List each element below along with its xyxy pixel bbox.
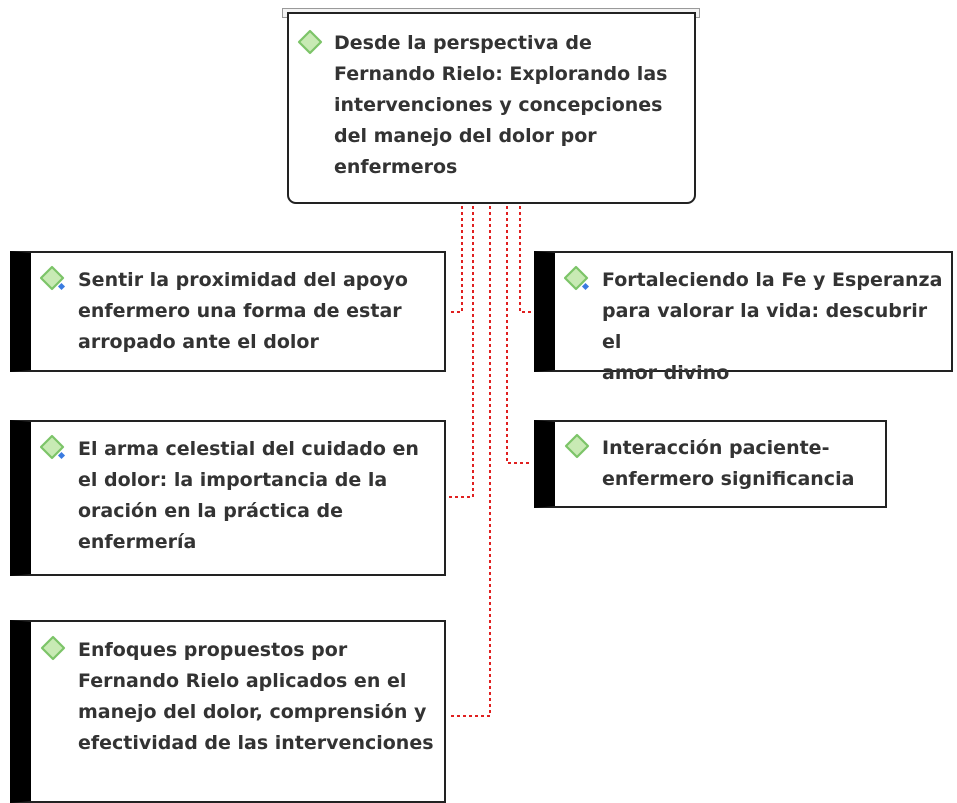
connector-to-sentir	[449, 206, 463, 313]
diamond-icon	[297, 29, 323, 55]
diamond-icon	[40, 635, 66, 661]
diamond-icon	[564, 433, 590, 459]
root-topic-node[interactable]: Desde la perspectiva de Fernando Rielo: …	[287, 12, 696, 204]
root-topic-label: Desde la perspectiva de Fernando Rielo: …	[334, 32, 668, 178]
connector-to-enfoques	[449, 206, 491, 717]
topic-node-interaccion[interactable]: Interacción paciente- enfermero signific…	[534, 420, 887, 508]
connector-to-interaccion	[506, 206, 531, 464]
topic-label: Enfoques propuestos por Fernando Rielo a…	[78, 639, 434, 754]
topic-label: Fortaleciendo la Fe y Esperanza para val…	[602, 269, 943, 384]
diamond-with-dot-icon	[40, 265, 66, 291]
diamond-with-dot-icon	[40, 434, 66, 460]
connector-to-arma	[449, 206, 474, 498]
topic-node-arma-celestial[interactable]: El arma celestial del cuidado en el dolo…	[10, 420, 446, 576]
topic-node-fortaleciendo-fe[interactable]: Fortaleciendo la Fe y Esperanza para val…	[534, 251, 953, 384]
topic-node-enfoques[interactable]: Enfoques propuestos por Fernando Rielo a…	[10, 620, 446, 803]
topic-label: Sentir la proximidad del apoyo enfermero…	[78, 269, 408, 353]
topic-label: Interacción paciente- enfermero signific…	[602, 437, 855, 490]
topic-label: El arma celestial del cuidado en el dolo…	[78, 438, 419, 553]
connector-to-fortaleciendo	[519, 206, 531, 313]
diamond-with-dot-icon	[564, 265, 590, 291]
topic-node-sentir-proximidad[interactable]: Sentir la proximidad del apoyo enfermero…	[10, 251, 446, 372]
